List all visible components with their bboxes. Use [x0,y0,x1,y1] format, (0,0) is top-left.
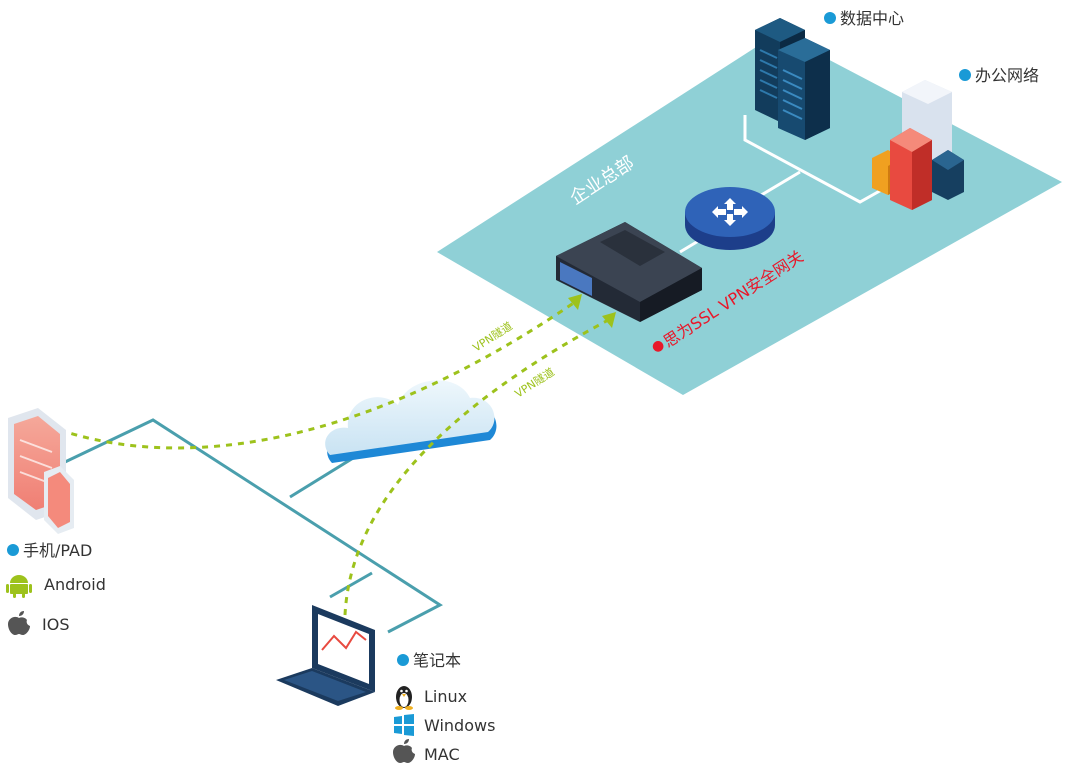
laptop-icon [276,605,375,706]
bullet-icon [959,69,971,81]
vpn-arrow-upper [568,294,582,310]
datacenter-server-rack-icon [755,18,830,140]
vpn-arrow-lower [602,312,616,328]
gateway-dot: ● [652,338,664,354]
gateway-appliance-icon [556,222,702,322]
mobile-os-ios: IOS [42,615,69,634]
mobile-os-android: Android [44,575,106,594]
router-icon [685,187,775,250]
linux-icon [395,686,413,710]
vpn-label-upper: VPN隧道 [470,319,515,355]
office-building-icon [872,80,964,210]
cloud-icon [325,380,497,463]
laptop-title: 笔记本 [413,651,461,670]
vpn-tunnels [59,298,613,616]
mobile-title: 手机/PAD [23,541,92,560]
laptop-os-linux: Linux [424,687,467,706]
phone-icon [44,466,74,534]
apple-icon [393,739,415,763]
android-icon [6,575,32,598]
laptop-os-mac: MAC [424,745,460,764]
bullet-icon [7,544,19,556]
hq-internal-links [679,115,886,254]
bullet-icon [397,654,409,666]
windows-icon [394,714,414,736]
office-label: 办公网络 [975,66,1039,85]
apple-icon [8,611,30,635]
laptop-os-windows: Windows [424,716,495,735]
datacenter-label: 数据中心 [840,9,904,28]
vpn-label-lower: VPN隧道 [512,365,557,401]
bullet-icon [824,12,836,24]
